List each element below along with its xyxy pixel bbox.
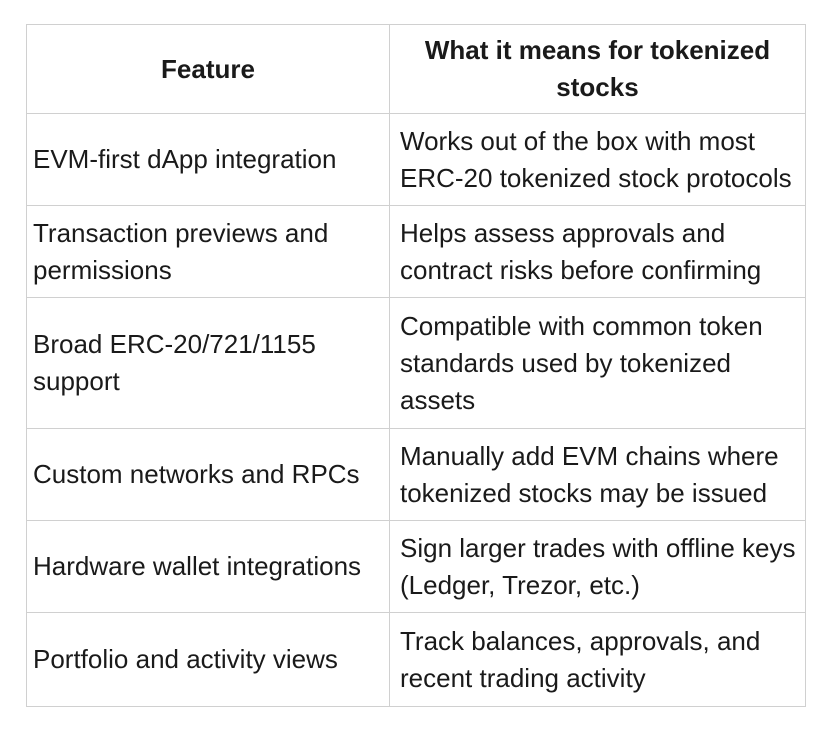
feature-cell: Transaction previews and permissions xyxy=(26,205,390,298)
meaning-cell: Manually add EVM chains where tokenized … xyxy=(389,428,806,521)
feature-cell: EVM-first dApp integration xyxy=(26,113,390,206)
table-row: Broad ERC-20/721/1155 support Compatible… xyxy=(26,297,806,429)
feature-cell: Custom networks and RPCs xyxy=(26,428,390,521)
meaning-cell: Works out of the box with most ERC-20 to… xyxy=(389,113,806,206)
column-header-meaning: What it means for tokenized stocks xyxy=(389,24,806,114)
table-row: Portfolio and activity views Track balan… xyxy=(26,612,806,707)
feature-cell: Portfolio and activity views xyxy=(26,612,390,707)
meaning-cell: Sign larger trades with offline keys (Le… xyxy=(389,520,806,613)
table-row: Hardware wallet integrations Sign larger… xyxy=(26,520,806,613)
meaning-cell: Helps assess approvals and contract risk… xyxy=(389,205,806,298)
header-row: Feature What it means for tokenized stoc… xyxy=(26,24,806,114)
table-row: Transaction previews and permissions Hel… xyxy=(26,205,806,298)
column-header-feature: Feature xyxy=(26,24,390,114)
meaning-cell: Track balances, approvals, and recent tr… xyxy=(389,612,806,707)
feature-cell: Broad ERC-20/721/1155 support xyxy=(26,297,390,429)
feature-table: Feature What it means for tokenized stoc… xyxy=(26,24,806,707)
meaning-cell: Compatible with common token standards u… xyxy=(389,297,806,429)
table-row: Custom networks and RPCs Manually add EV… xyxy=(26,428,806,521)
table-row: EVM-first dApp integration Works out of … xyxy=(26,113,806,206)
feature-cell: Hardware wallet integrations xyxy=(26,520,390,613)
